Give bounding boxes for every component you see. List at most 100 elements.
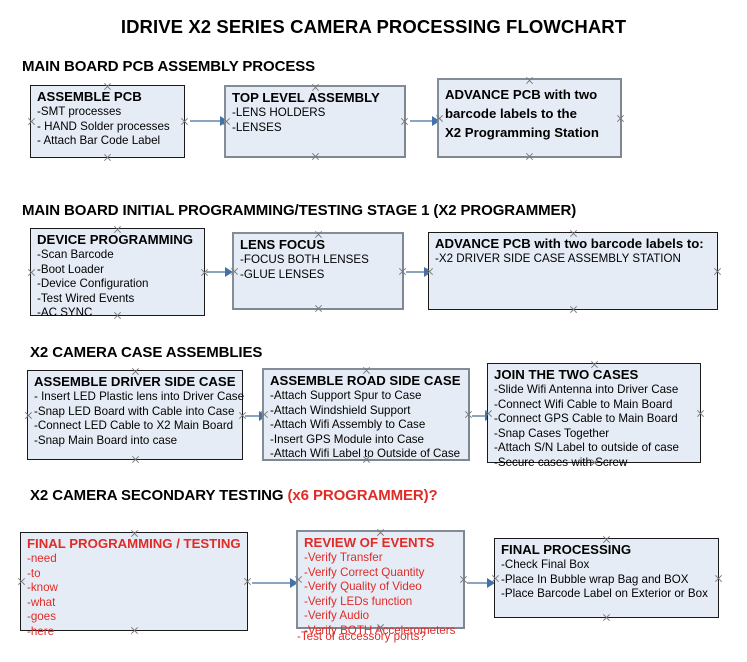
node-title: ADVANCE PCB with two barcode labels to:: [435, 236, 704, 251]
node-advance-pcb-driver-side-station[interactable]: ADVANCE PCB with two barcode labels to: …: [428, 232, 718, 310]
connection-handle-right[interactable]: [200, 268, 209, 277]
node-line: -Attach S/N Label to outside of case: [494, 441, 679, 455]
connection-handle-left[interactable]: [27, 268, 36, 277]
connection-handle-right[interactable]: [180, 117, 189, 126]
node-review-of-events[interactable]: REVIEW OF EVENTS -Verify Transfer -Verif…: [294, 530, 468, 637]
node-line: -LENS HOLDERS: [232, 106, 326, 119]
connection-handle-left[interactable]: [27, 117, 36, 126]
connection-handle-bottom[interactable]: [311, 152, 320, 161]
section-heading-text: MAIN BOARD INITIAL PROGRAMMING/TESTING S…: [22, 202, 577, 219]
connection-handle-left[interactable]: [425, 267, 434, 276]
node-title: ASSEMBLE PCB: [37, 89, 142, 104]
connection-handle-right[interactable]: [459, 575, 468, 584]
connection-handle-left[interactable]: [491, 574, 500, 583]
connection-handle-left[interactable]: [222, 117, 231, 126]
node-line: -Connect Wifi Cable to Main Board: [494, 397, 673, 411]
connection-handle-right[interactable]: [400, 117, 409, 126]
connection-handle-top[interactable]: [525, 76, 534, 85]
node-line: -know: [27, 581, 58, 595]
node-line: - HAND Solder processes: [37, 119, 170, 133]
node-line: -Slide Wifi Antenna into Driver Case: [494, 383, 679, 396]
connection-handle-right[interactable]: [464, 410, 473, 419]
node-line: -Scan Barcode: [37, 248, 114, 261]
node-line: -Verify Correct Quantity: [304, 565, 425, 579]
arrow-shaft: [406, 271, 425, 273]
section-heading-text: MAIN BOARD PCB ASSEMBLY PROCESS: [22, 58, 316, 75]
node-line: -Verify Audio: [304, 609, 370, 623]
arrow-shaft: [472, 415, 486, 417]
connection-handle-right[interactable]: [243, 577, 252, 586]
node-line: barcode labels to the: [445, 106, 577, 121]
node-line: -Place In Bubble wrap Bag and BOX: [501, 572, 689, 586]
node-line: -X2 DRIVER SIDE CASE ASSEMBLY STATION: [435, 252, 681, 265]
node-line: -Test Wired Events: [37, 291, 135, 305]
connection-handle-left[interactable]: [435, 114, 444, 123]
node-title: DEVICE PROGRAMMING: [37, 232, 194, 247]
node-final-programming-testing[interactable]: FINAL PROGRAMMING / TESTING -need -to -k…: [17, 532, 248, 638]
node-lens-focus[interactable]: LENS FOCUS -FOCUS BOTH LENSES -GLUE LENS…: [232, 232, 404, 310]
connection-handle-bottom[interactable]: [525, 152, 534, 161]
connection-handle-bottom[interactable]: [314, 304, 323, 313]
connection-handle-right[interactable]: [398, 267, 407, 276]
connection-handle-right[interactable]: [238, 411, 247, 420]
node-advance-pcb-programming-station[interactable]: ADVANCE PCB with two barcode labels to t…: [437, 78, 622, 158]
node-line: -SMT processes: [37, 105, 122, 118]
section-heading-initial-programming: MAIN BOARD INITIAL PROGRAMMING/TESTING S…: [22, 202, 576, 219]
node-line: -what: [27, 595, 56, 609]
node-title: REVIEW OF EVENTS: [304, 535, 435, 550]
node-line: - Insert LED Plastic lens into Driver Ca…: [34, 390, 245, 403]
node-line: -Verify LEDs function: [304, 594, 413, 608]
node-device-programming[interactable]: DEVICE PROGRAMMING -Scan Barcode -Boot L…: [27, 228, 205, 319]
node-line: -Verify Transfer: [304, 551, 383, 564]
node-line: -need: [27, 552, 57, 565]
node-final-processing[interactable]: FINAL PROCESSING -Check Final Box -Place…: [494, 538, 719, 618]
connection-handle-right[interactable]: [713, 267, 722, 276]
section-heading-text: X2 CAMERA CASE ASSEMBLIES: [30, 344, 263, 361]
node-line: -Verify BOTH Accelerometers: [304, 623, 456, 637]
node-line: -Verify Quality of Video: [304, 580, 422, 594]
node-line: -Connect GPS Cable to Main Board: [494, 412, 678, 426]
node-line: -Attach Wifi Label to Outside of Case: [270, 447, 461, 461]
arrow-shaft: [245, 415, 260, 417]
connection-handle-bottom[interactable]: [131, 455, 140, 464]
connection-handle-right[interactable]: [714, 574, 723, 583]
node-assemble-pcb[interactable]: ASSEMBLE PCB -SMT processes - HAND Solde…: [30, 85, 185, 158]
arrow-shaft: [252, 582, 291, 584]
node-line: -AC SYNC: [37, 306, 93, 320]
node-title: LENS FOCUS: [240, 237, 325, 252]
arrow-top-level-to-advance-pcb: [410, 115, 440, 126]
node-title: JOIN THE TWO CASES: [494, 367, 639, 382]
connection-handle-bottom[interactable]: [103, 153, 112, 162]
connection-handle-left[interactable]: [230, 267, 239, 276]
connection-handle-left[interactable]: [17, 577, 26, 586]
arrow-device-programming-to-lens-focus: [206, 266, 233, 277]
connection-handle-bottom[interactable]: [602, 613, 611, 622]
node-assemble-driver-side-case[interactable]: ASSEMBLE DRIVER SIDE CASE - Insert LED P…: [24, 370, 245, 460]
node-line: -Attach Support Spur to Case: [270, 389, 422, 402]
node-line: -Place Barcode Label on Exterior or Box: [501, 587, 708, 601]
connection-handle-left[interactable]: [24, 411, 33, 420]
section-heading-text: X2 CAMERA SECONDARY TESTING: [30, 487, 288, 504]
connection-handle-left[interactable]: [294, 575, 303, 584]
connection-handle-left[interactable]: [484, 409, 493, 418]
connection-handle-right[interactable]: [696, 409, 705, 418]
node-line: -Secure cases with Screw: [494, 455, 628, 469]
node-line: -Check Final Box: [501, 558, 590, 571]
node-title: ADVANCE PCB with two: [445, 87, 598, 102]
arrow-review-events-to-final-processing: [467, 577, 495, 588]
section-heading-accent: (x6 PROGRAMMER)?: [287, 487, 438, 504]
node-join-the-two-cases[interactable]: JOIN THE TWO CASES -Slide Wifi Antenna i…: [484, 363, 701, 469]
node-assemble-road-side-case[interactable]: ASSEMBLE ROAD SIDE CASE -Attach Support …: [262, 368, 470, 461]
node-title: ASSEMBLE DRIVER SIDE CASE: [34, 374, 236, 389]
node-line-overflow-accessory-ports: -Test of accessory ports?: [297, 630, 426, 643]
node-line: -here: [27, 624, 55, 638]
node-line: -to: [27, 566, 41, 580]
node-line: -Device Configuration: [37, 277, 149, 291]
node-line: -LENSES: [232, 120, 282, 134]
node-line: -FOCUS BOTH LENSES: [240, 253, 369, 266]
node-top-level-assembly[interactable]: TOP LEVEL ASSEMBLY -LENS HOLDERS -LENSES: [224, 85, 406, 158]
connection-handle-right[interactable]: [616, 114, 625, 123]
connection-handle-bottom[interactable]: [569, 305, 578, 314]
connection-handle-left[interactable]: [260, 410, 269, 419]
